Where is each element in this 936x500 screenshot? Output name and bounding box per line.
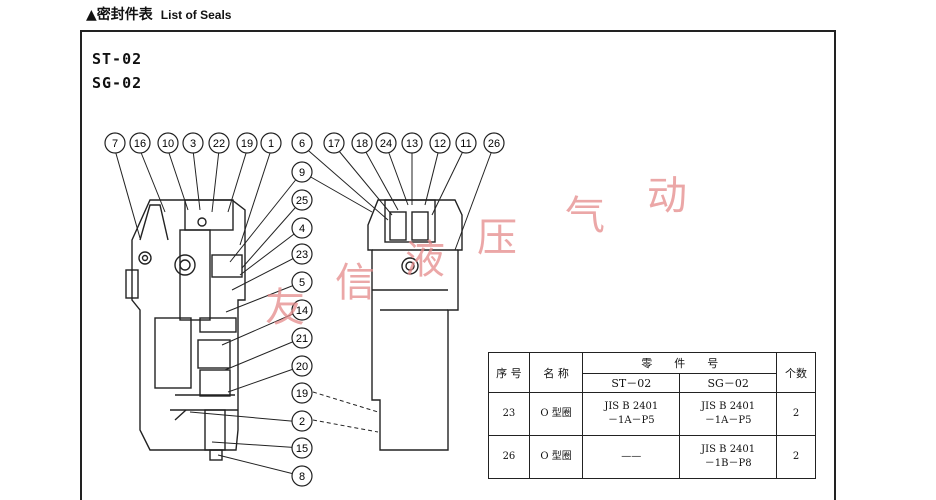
section-heading: ▲密封件表 List of Seals <box>86 4 231 24</box>
drawing-frame <box>80 30 836 500</box>
callout-label: 21 <box>296 333 308 345</box>
callouts-middle: 9 25 4 23 5 14 21 20 19 2 15 8 <box>291 161 313 487</box>
col-header-sg02: SG－02 <box>679 373 778 393</box>
callout-label: 8 <box>299 471 305 483</box>
callouts-top-right: 6 17 18 24 13 12 11 26 <box>291 132 505 154</box>
callout-label: 14 <box>296 305 308 317</box>
callout-label: 26 <box>488 138 500 150</box>
callout-label: 3 <box>190 138 196 150</box>
callout-label: 22 <box>213 138 225 150</box>
callout-label: 12 <box>434 138 446 150</box>
seal-list-table: 序 号 名 称 零 件 号 个数 ST－02 SG－02 23 O 型圈 JIS… <box>488 352 816 479</box>
side-view-body <box>367 199 463 451</box>
callout-label: 17 <box>328 138 340 150</box>
callout-label: 20 <box>296 361 308 373</box>
col-header-st02: ST－02 <box>582 373 681 393</box>
cell-sg02-line1: JIS B 2401 <box>701 444 756 455</box>
callout-label: 1 <box>268 138 274 150</box>
callout-label: 7 <box>112 138 118 150</box>
callout-label: 6 <box>299 138 305 150</box>
cell-st02: —— <box>582 435 681 479</box>
callout-label: 19 <box>241 138 253 150</box>
callout-label: 4 <box>299 223 305 235</box>
cell-st02-line1: JIS B 2401 <box>604 401 659 412</box>
callout-label: 5 <box>299 277 305 289</box>
valve-drawing: 7 16 10 3 22 19 1 9 25 4 23 5 14 21 20 1… <box>104 132 505 487</box>
col-header-name: 名 称 <box>528 352 584 393</box>
callout-label: 24 <box>380 138 392 150</box>
callout-label: 2 <box>299 416 305 428</box>
heading-title-en: List of Seals <box>160 8 232 22</box>
table-row: 26 O 型圈 —— JIS B 2401 －1B－P8 2 <box>488 435 816 479</box>
cell-no: 23 <box>488 392 530 436</box>
cell-no: 26 <box>488 435 530 479</box>
cell-st02: JIS B 2401 －1A－P5 <box>582 392 681 436</box>
callout-label: 25 <box>296 195 308 207</box>
cell-name: O 型圈 <box>528 435 584 479</box>
callout-label: 16 <box>134 138 146 150</box>
heading-title-zh: 密封件表 <box>96 7 153 23</box>
cell-st02-line2: －1A－P5 <box>607 415 655 426</box>
cell-name: O 型圈 <box>528 392 584 436</box>
callout-label: 19 <box>296 388 308 400</box>
model-label-sg02: SG-02 <box>92 74 143 92</box>
cell-sg02: JIS B 2401 －1B－P8 <box>679 435 778 479</box>
col-header-no: 序 号 <box>488 352 530 393</box>
callout-label: 15 <box>296 443 308 455</box>
callout-label: 18 <box>356 138 368 150</box>
cell-sg02-line2: －1B－P8 <box>704 458 752 469</box>
front-view-body <box>125 199 246 461</box>
model-label-st02: ST-02 <box>92 50 143 68</box>
cell-qty: 2 <box>776 435 816 479</box>
cell-qty: 2 <box>776 392 816 436</box>
callout-label: 23 <box>296 249 308 261</box>
col-header-part-no: 零 件 号 <box>582 352 778 374</box>
cell-st02-line1: —— <box>621 451 642 462</box>
callouts-top-left: 7 16 10 3 22 19 1 <box>104 132 282 154</box>
cell-sg02: JIS B 2401 －1A－P5 <box>679 392 778 436</box>
cell-sg02-line2: －1A－P5 <box>704 415 752 426</box>
callout-label: 11 <box>460 138 471 150</box>
callout-label: 10 <box>162 138 174 150</box>
leader-lines <box>114 144 495 477</box>
triangle-marker-icon: ▲ <box>86 7 97 23</box>
table-row: 23 O 型圈 JIS B 2401 －1A－P5 JIS B 2401 －1A… <box>488 392 816 436</box>
col-header-qty: 个数 <box>776 352 816 393</box>
callout-label: 13 <box>406 138 418 150</box>
callout-label: 9 <box>299 167 305 179</box>
cell-sg02-line1: JIS B 2401 <box>701 401 756 412</box>
